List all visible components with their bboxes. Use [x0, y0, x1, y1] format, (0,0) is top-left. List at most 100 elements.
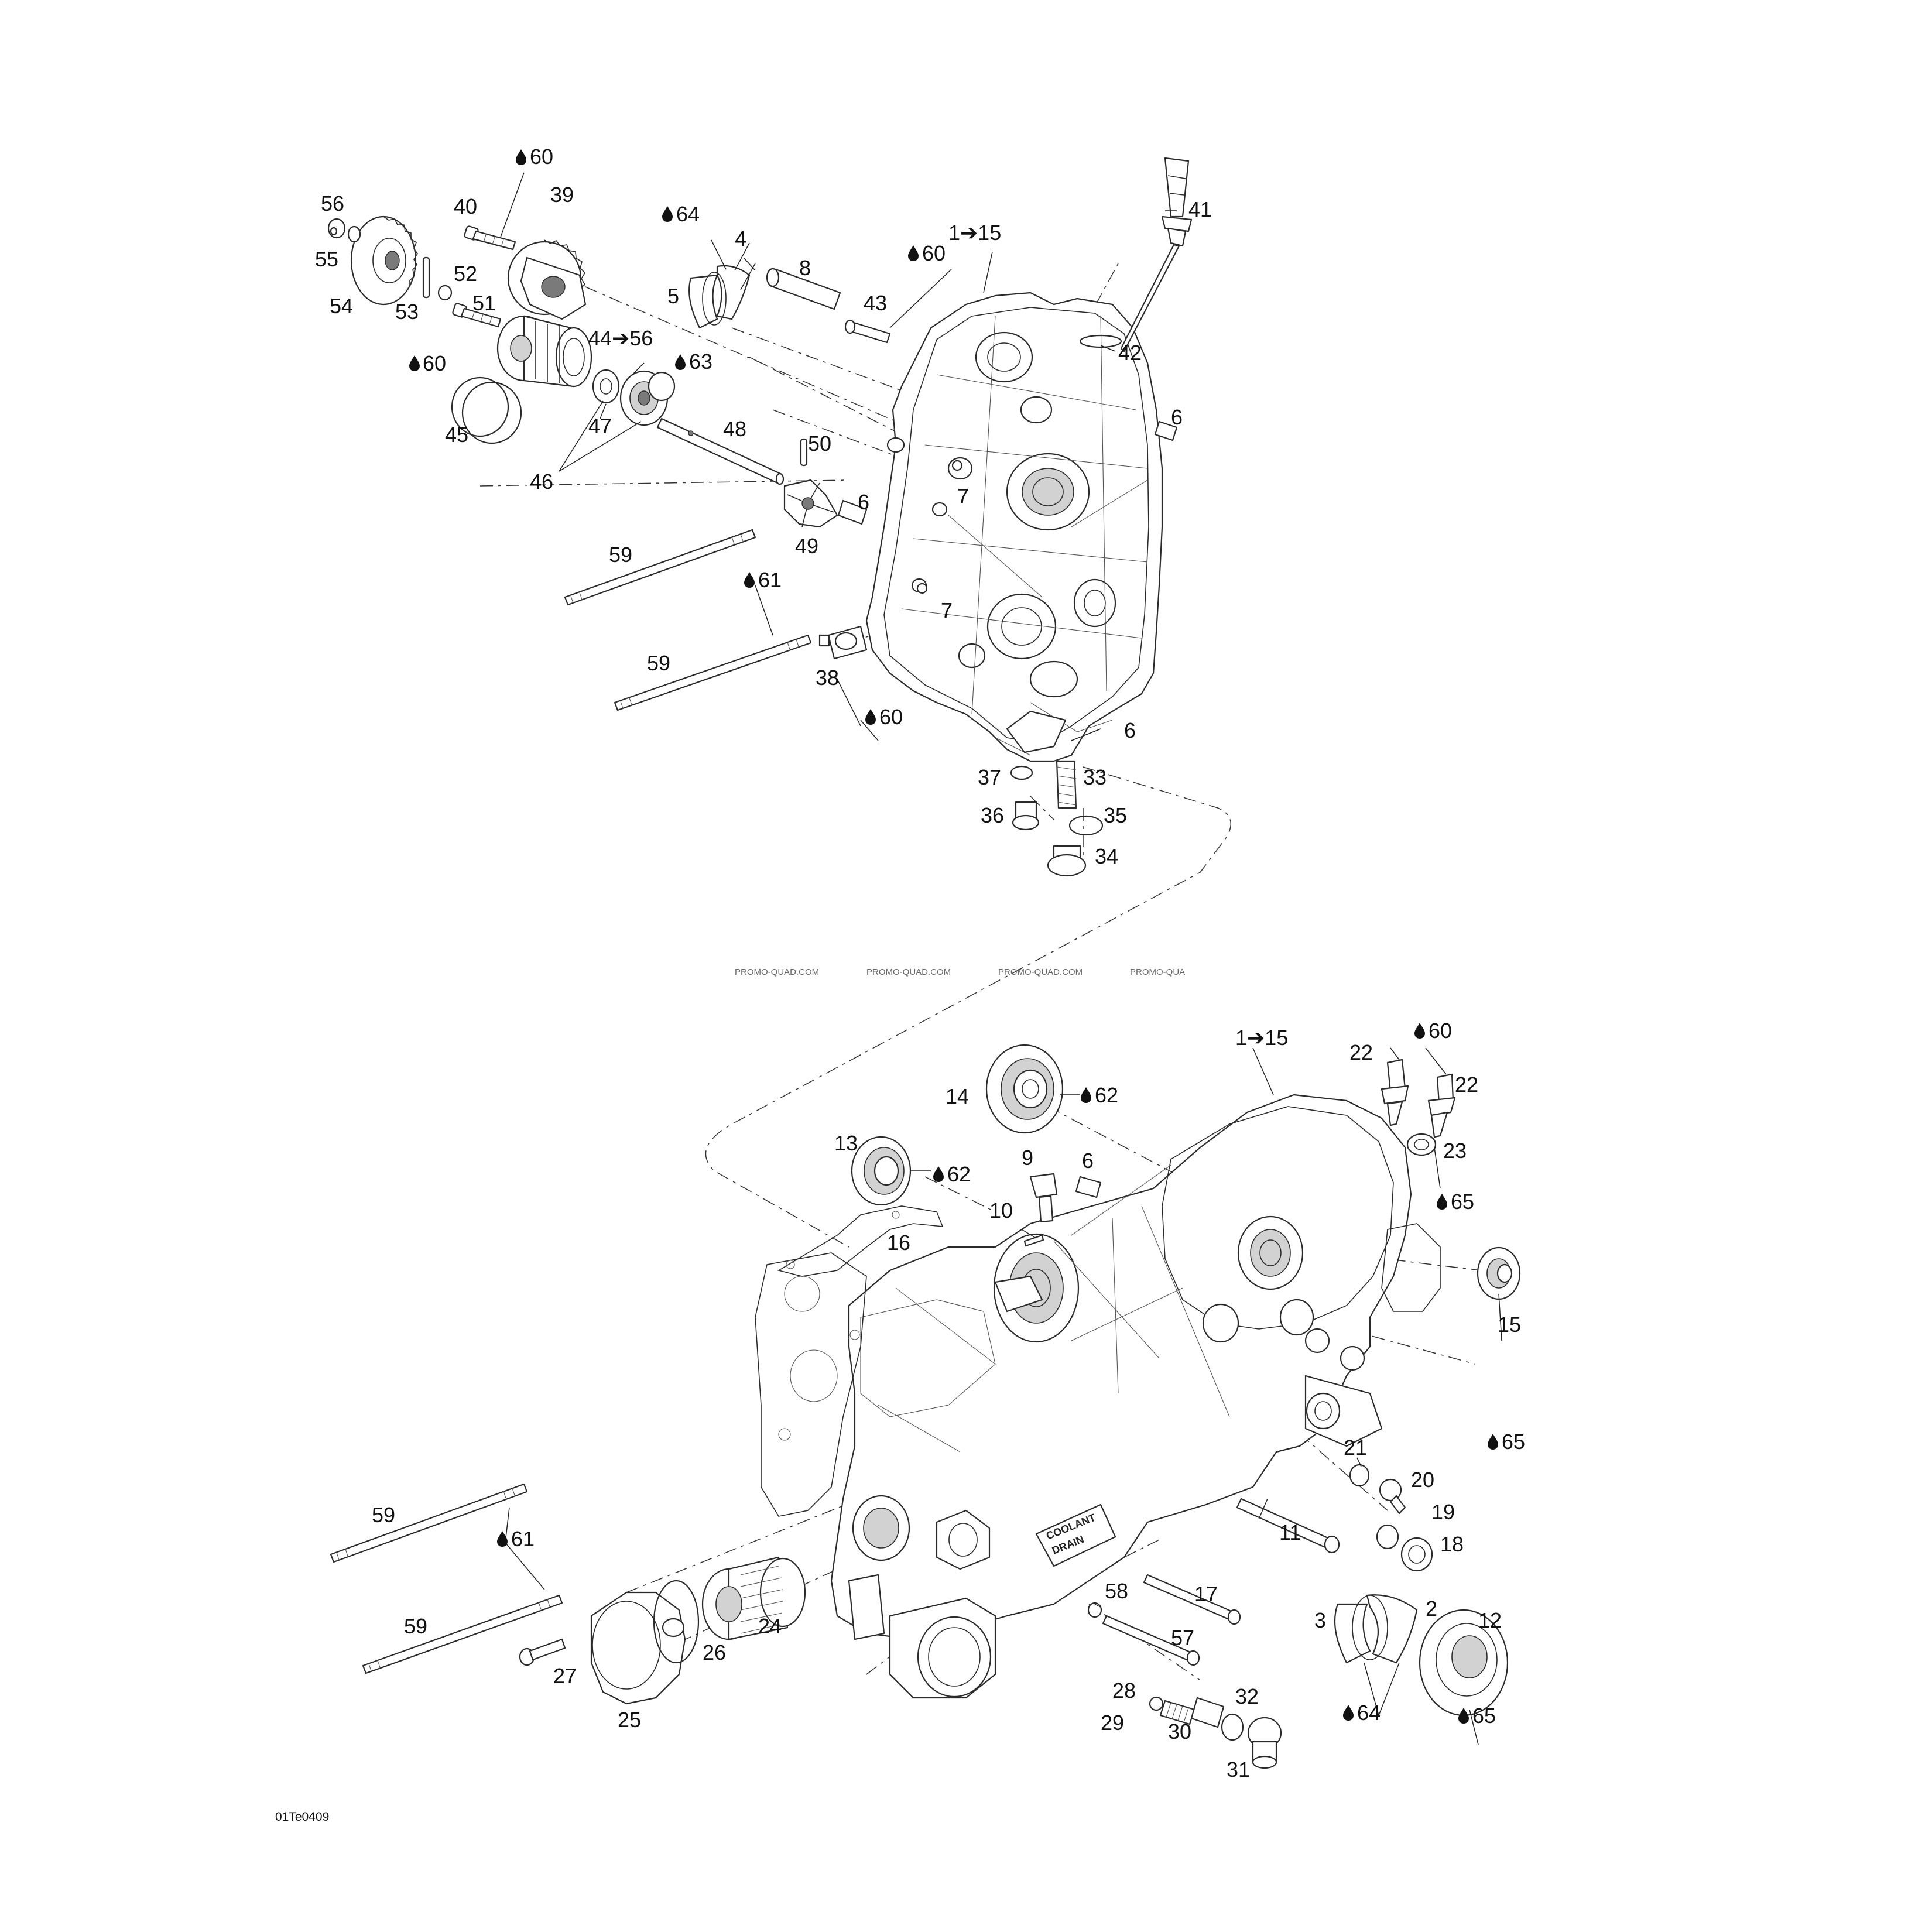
- lubricant-icon: [1437, 1194, 1447, 1210]
- plug-34: [1047, 845, 1087, 877]
- callout-51: 51: [472, 291, 496, 315]
- callout-43: 43: [864, 291, 887, 315]
- oil-filter-cover-25: [590, 1591, 686, 1705]
- seal-12: [1419, 1609, 1509, 1717]
- callout-16: 16: [887, 1231, 910, 1255]
- callout-24: 24: [758, 1614, 782, 1638]
- callout-65-b: 65: [1502, 1430, 1525, 1454]
- bolt-43: [844, 319, 891, 344]
- callout-57: 57: [1171, 1626, 1194, 1650]
- callout-4: 4: [735, 227, 746, 251]
- callout-25: 25: [618, 1708, 641, 1732]
- callout-23: 23: [1443, 1139, 1467, 1163]
- dowel-pin-6-a: [1154, 420, 1178, 441]
- plug-36: [1012, 801, 1040, 831]
- callout-65-c: 65: [1472, 1704, 1496, 1728]
- callout-39: 39: [550, 183, 574, 207]
- lubricant-icon: [865, 709, 876, 725]
- lubricant-icon: [409, 355, 420, 371]
- callout-6-bottom: 6: [1082, 1149, 1094, 1173]
- callout-40: 40: [454, 194, 477, 218]
- o-ring-45-b: [461, 381, 522, 444]
- callout-14: 14: [946, 1084, 969, 1108]
- lubricant-icon: [744, 572, 755, 588]
- callout-22-a: 22: [1349, 1040, 1373, 1064]
- lubricant-icon: [516, 149, 526, 165]
- dowel-pin-6-bottom: [1075, 1176, 1102, 1198]
- crankcase-half-pto-side: COOLANT DRAIN: [830, 1094, 1412, 1699]
- oil-filter-24: [701, 1556, 806, 1640]
- callout-22-b: 22: [1455, 1073, 1478, 1097]
- watermark-text-2: PROMO-QUAD.COM: [866, 967, 951, 977]
- callout-9: 9: [1022, 1146, 1033, 1170]
- callout-37: 37: [978, 765, 1001, 789]
- callout-60-c: 60: [922, 241, 946, 265]
- callout-62-b: 62: [947, 1162, 971, 1186]
- callout-21: 21: [1344, 1436, 1367, 1460]
- bearing-13: [851, 1136, 912, 1206]
- callout-6-c: 6: [1124, 718, 1136, 742]
- callout-49: 49: [795, 534, 818, 558]
- lubricant-icon: [662, 206, 673, 222]
- bushing-4-5: [688, 265, 751, 329]
- gasket-16: [777, 1205, 944, 1277]
- callout-28: 28: [1112, 1678, 1136, 1703]
- sensor-22-b: [1427, 1073, 1456, 1138]
- ball-28: [1149, 1696, 1164, 1711]
- callout-7-b: 7: [941, 598, 953, 622]
- callout-60-bottom: 60: [1429, 1019, 1452, 1043]
- callout-2: 2: [1426, 1597, 1437, 1621]
- callout-33: 33: [1083, 765, 1107, 789]
- oil-pump-drive-gear-54: [327, 215, 418, 306]
- o-ring-42: [1079, 334, 1122, 348]
- lubricant-icon: [933, 1166, 944, 1182]
- callout-26: 26: [703, 1640, 726, 1664]
- callout-10: 10: [989, 1198, 1013, 1222]
- bottom-callouts: 1➔15 22 60 22 14 62 23 13 62 9 6 10 65 1…: [372, 1019, 1525, 1782]
- pin-7-a: [951, 460, 963, 471]
- callout-62-a: 62: [1095, 1083, 1118, 1107]
- callout-63: 63: [689, 350, 712, 374]
- washer-52: [437, 285, 453, 301]
- callout-50: 50: [808, 431, 831, 455]
- plug-31: [1247, 1717, 1282, 1769]
- top-callouts: 60 56 40 39 55 54 53 52 51 60 44➔56 45 4…: [315, 145, 1212, 868]
- o-ring-26: [653, 1580, 700, 1664]
- sensor-38: [818, 625, 868, 660]
- callout-56: 56: [321, 191, 344, 215]
- callout-1-15: 1➔15: [948, 221, 1001, 245]
- callout-55: 55: [315, 247, 338, 271]
- watermark: PROMO-QUAD.COM PROMO-QUAD.COM PROMO-QUAD…: [735, 967, 1185, 977]
- callout-60-b: 60: [423, 351, 446, 375]
- watermark-text-1: PROMO-QUAD.COM: [735, 967, 819, 977]
- callout-31: 31: [1227, 1758, 1250, 1782]
- stud-59-bottom-a: [330, 1483, 528, 1563]
- callout-6-b: 6: [858, 490, 869, 514]
- pin-53: [422, 256, 430, 299]
- seal-23: [1406, 1133, 1437, 1156]
- watermark-text-3: PROMO-QUAD.COM: [998, 967, 1083, 977]
- callout-64-bottom: 64: [1357, 1701, 1381, 1725]
- lubricant-icon: [1488, 1434, 1498, 1450]
- crankcase-half-magneto-side: [865, 292, 1163, 762]
- callout-27: 27: [553, 1664, 577, 1688]
- callout-35: 35: [1104, 803, 1127, 827]
- washer-37: [1010, 765, 1033, 780]
- bolt-11: [1236, 1498, 1340, 1554]
- screw-51: [452, 303, 502, 328]
- callout-65-a: 65: [1451, 1190, 1474, 1214]
- callout-29: 29: [1101, 1711, 1124, 1735]
- bolt-57: [1102, 1615, 1200, 1666]
- spring-33: [1056, 760, 1077, 809]
- callout-59-a: 59: [609, 543, 632, 567]
- callout-11: 11: [1279, 1520, 1301, 1544]
- callout-58: 58: [1105, 1579, 1128, 1603]
- bottom-leader-lines: [505, 1047, 1502, 1745]
- washer-21: [1349, 1464, 1370, 1487]
- callout-12: 12: [1478, 1608, 1502, 1632]
- callout-1-15-bottom: 1➔15: [1235, 1026, 1288, 1050]
- callout-60-d: 60: [879, 705, 903, 729]
- callout-59-bottom-b: 59: [404, 1614, 427, 1638]
- stud-59-bottom-b: [362, 1594, 563, 1674]
